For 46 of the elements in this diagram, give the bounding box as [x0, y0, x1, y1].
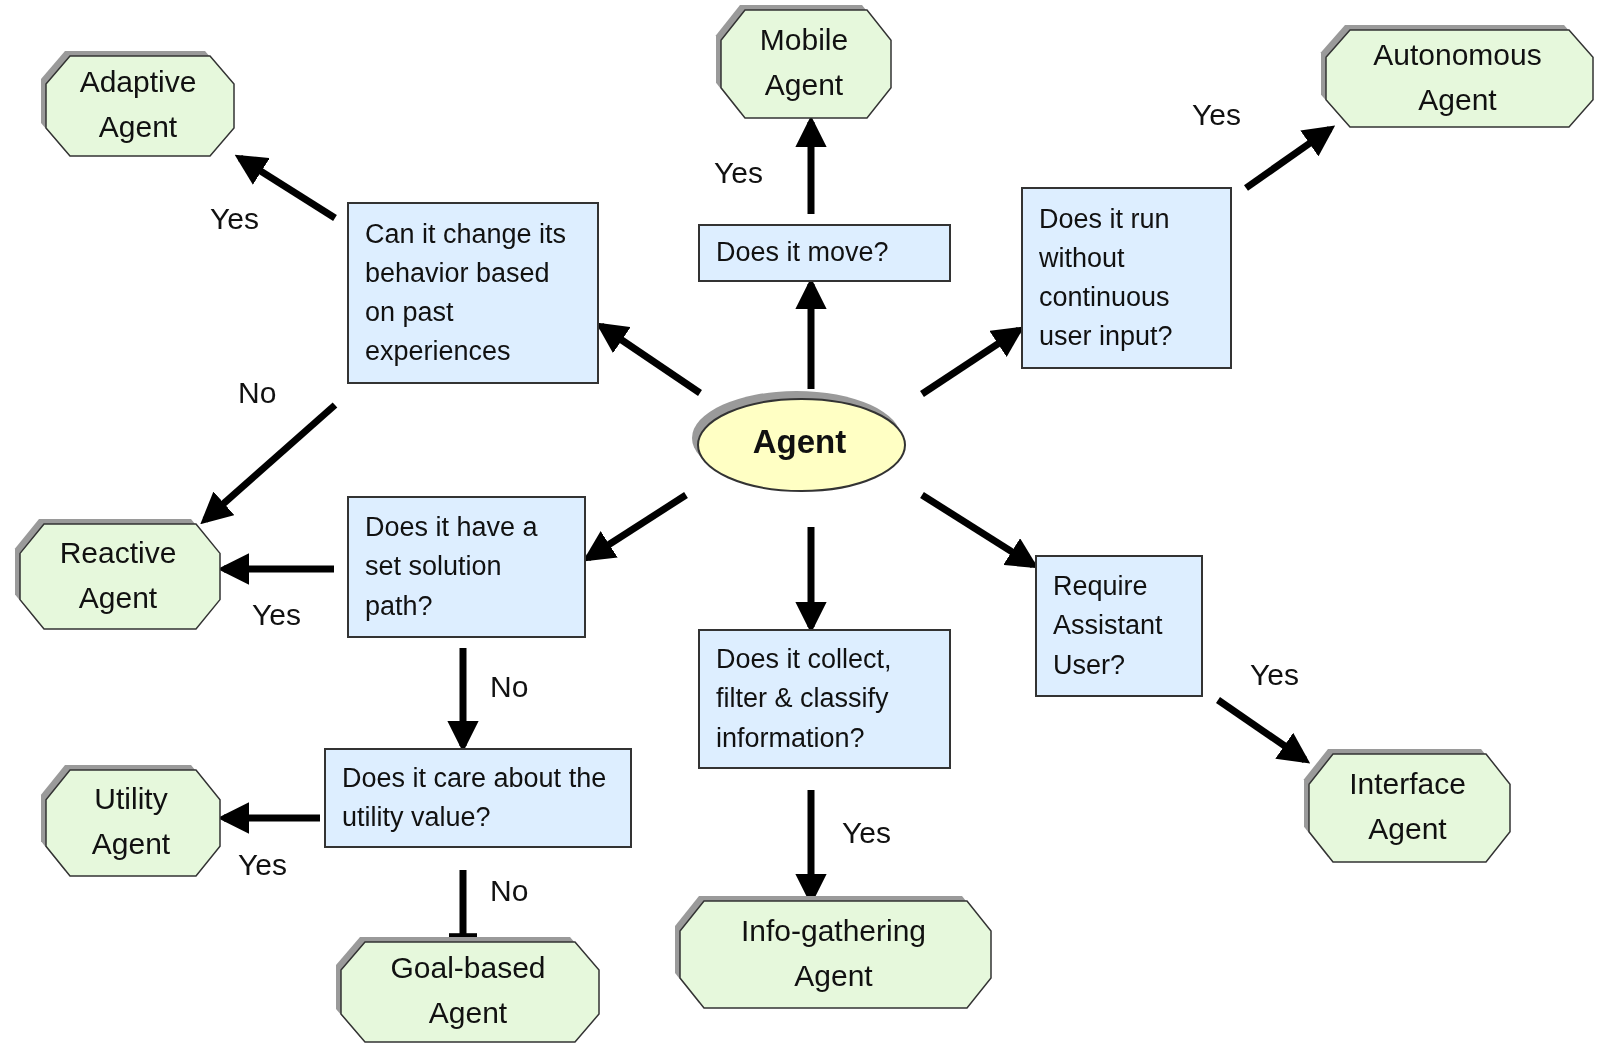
- question-text: Require Assistant User?: [1053, 570, 1164, 682]
- question-box: [1021, 187, 1232, 369]
- agent-type-octagon: [715, 4, 893, 120]
- agent-type-label: Goal-based Agent: [389, 950, 547, 1031]
- arrow: [200, 402, 338, 525]
- agent-type-label: Interface Agent: [1348, 766, 1467, 847]
- arrow: [234, 154, 337, 221]
- question-box: [1035, 555, 1203, 697]
- question-text: Can it change its behavior based on past experiences: [365, 217, 568, 369]
- agent-type-label: Autonomous Agent: [1372, 36, 1543, 118]
- agent-type-octagon: [40, 50, 236, 158]
- agent-type-label: Reactive Agent: [58, 534, 178, 616]
- edge-label: Yes: [1192, 100, 1241, 130]
- agent-label: Agent: [752, 423, 847, 461]
- agent-type-label: Mobile Agent: [758, 22, 850, 103]
- agent-type-label: Adaptive Agent: [78, 64, 198, 145]
- agent-type-octagon: [1320, 24, 1595, 129]
- edge-label: Yes: [714, 158, 763, 188]
- edge-label: No: [490, 672, 529, 702]
- agent-type-octagon: [335, 936, 601, 1044]
- question-box: [698, 629, 951, 769]
- question-text: Does it care about the utility value?: [342, 761, 608, 834]
- agent-type-octagon: [1303, 748, 1512, 864]
- agent-type-octagon: [14, 518, 222, 631]
- edge-label: Yes: [252, 600, 301, 630]
- edge-label: Yes: [238, 850, 287, 880]
- edge-label: No: [238, 378, 277, 408]
- question-box: [698, 224, 951, 282]
- edge-label: Yes: [842, 818, 891, 848]
- edge-label: Yes: [1250, 660, 1299, 690]
- question-box: [347, 202, 599, 384]
- question-text: Does it move?: [716, 236, 889, 270]
- agent-ellipse: [691, 390, 908, 494]
- question-text: Does it collect, filter & classify information?: [716, 643, 893, 755]
- edge-label: No: [490, 876, 529, 906]
- agent-type-label: Utility Agent: [90, 781, 172, 862]
- question-text: Does it have a set solution path?: [365, 511, 539, 623]
- question-box: [324, 748, 632, 848]
- question-box: [347, 496, 586, 638]
- agent-type-label: Info-gathering Agent: [739, 912, 928, 994]
- agent-type-octagon: [40, 764, 222, 878]
- agent-type-octagon: [674, 895, 993, 1010]
- arrow: [1216, 697, 1311, 764]
- edge-label: Yes: [210, 204, 259, 234]
- arrow: [1244, 125, 1336, 191]
- question-text: Does it run without continuous user input?: [1039, 202, 1174, 354]
